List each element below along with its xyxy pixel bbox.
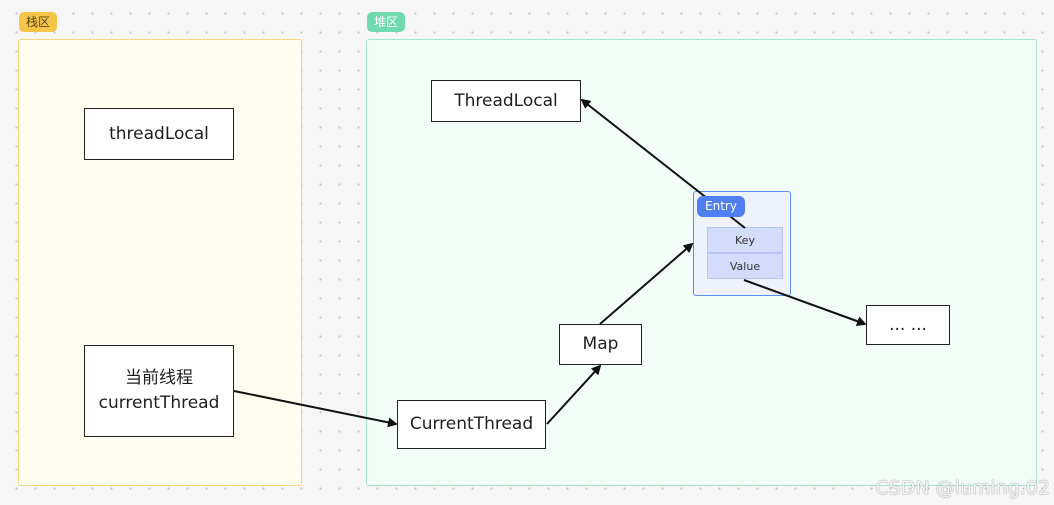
threadlocal-object-label: ThreadLocal [454,90,558,111]
threadlocal-variable-label: threadLocal [109,123,209,144]
entry-value-field[interactable]: Value [707,253,783,279]
threadlocal-object-node[interactable]: ThreadLocal [431,80,581,122]
ellipsis-label: ... ... [889,314,927,335]
heap-region-label: 堆区 [367,12,406,32]
map-node[interactable]: Map [559,324,642,365]
map-label: Map [582,334,619,354]
current-thread-object-node[interactable]: CurrentThread [397,400,546,449]
current-thread-variable-node[interactable]: 当前线程 currentThread [84,345,234,437]
entry-label-tag: Entry [697,196,745,217]
current-thread-variable-label: currentThread [98,393,220,413]
stack-region-label: 栈区 [19,12,58,32]
threadlocal-variable-node[interactable]: threadLocal [84,108,234,160]
entry-key-field[interactable]: Key [707,227,783,253]
watermark-text: CSDN @luming.02 [875,477,1050,499]
current-thread-variable-label-cn: 当前线程 [125,368,193,388]
ellipsis-node[interactable]: ... ... [866,305,950,345]
current-thread-object-label: CurrentThread [409,414,534,434]
